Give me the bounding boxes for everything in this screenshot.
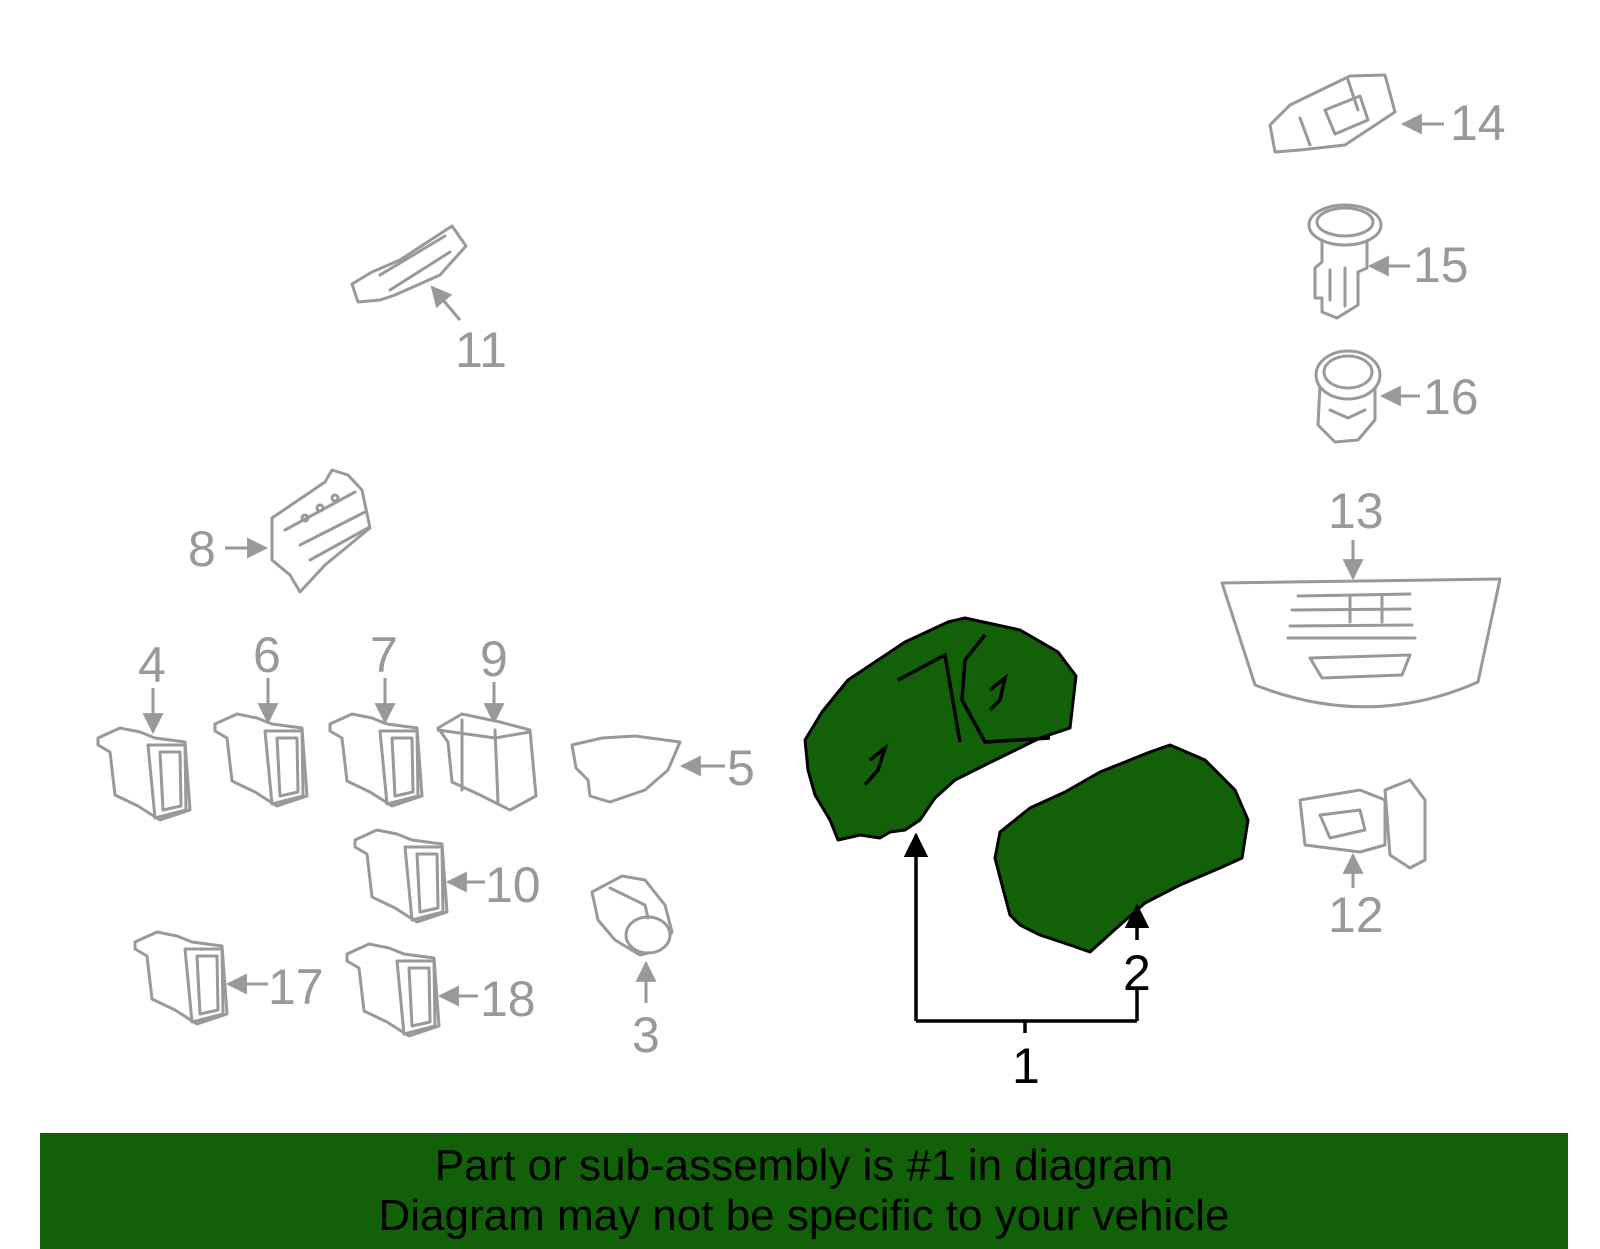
- part-2-cluster-lens[interactable]: [993, 743, 1250, 954]
- callout-14: 14: [1450, 95, 1506, 151]
- part-10-switch[interactable]: [353, 828, 449, 924]
- part-18-switch[interactable]: [345, 942, 441, 1038]
- part-7-switch[interactable]: [328, 712, 424, 808]
- callout-15: 15: [1413, 237, 1469, 293]
- part-4-switch[interactable]: [96, 726, 192, 822]
- part-15-button[interactable]: [1307, 203, 1383, 320]
- banner-line-1: Part or sub-assembly is #1 in diagram: [434, 1141, 1174, 1190]
- part-12-sensor[interactable]: [1298, 778, 1427, 870]
- part-13-control-panel[interactable]: [1220, 577, 1502, 709]
- callout-5: 5: [727, 740, 755, 796]
- part-1-cluster-housing[interactable]: [803, 616, 1078, 842]
- part-11-bracket[interactable]: [350, 224, 468, 304]
- banner-line-2: Diagram may not be specific to your vehi…: [378, 1191, 1230, 1240]
- callout-3: 3: [632, 1007, 660, 1063]
- callout-7: 7: [370, 627, 398, 683]
- callout-9: 9: [480, 631, 508, 687]
- callout-6: 6: [253, 627, 281, 683]
- part-3-sensor[interactable]: [590, 874, 674, 957]
- callout-18: 18: [480, 971, 536, 1027]
- part-14-switch[interactable]: [1268, 73, 1397, 154]
- callout-17: 17: [268, 959, 324, 1015]
- part-5-cover[interactable]: [570, 734, 682, 804]
- callout-13: 13: [1328, 483, 1384, 539]
- part-9-switch[interactable]: [436, 712, 538, 812]
- part-8-switch-assembly[interactable]: [270, 468, 372, 594]
- callout-10: 10: [485, 857, 541, 913]
- part-6-switch[interactable]: [213, 712, 309, 808]
- info-banner: Part or sub-assembly is #1 in diagram Di…: [40, 1133, 1568, 1249]
- callout-12: 12: [1328, 887, 1384, 943]
- callout-4: 4: [138, 637, 166, 693]
- callout-2: 2: [1123, 945, 1151, 1001]
- part-17-switch[interactable]: [133, 930, 229, 1026]
- callout-8: 8: [188, 521, 216, 577]
- callout-11: 11: [455, 322, 507, 378]
- leader-11: [430, 285, 462, 321]
- callout-16: 16: [1423, 369, 1479, 425]
- callout-1: 1: [1012, 1038, 1040, 1094]
- part-16-button[interactable]: [1314, 349, 1382, 444]
